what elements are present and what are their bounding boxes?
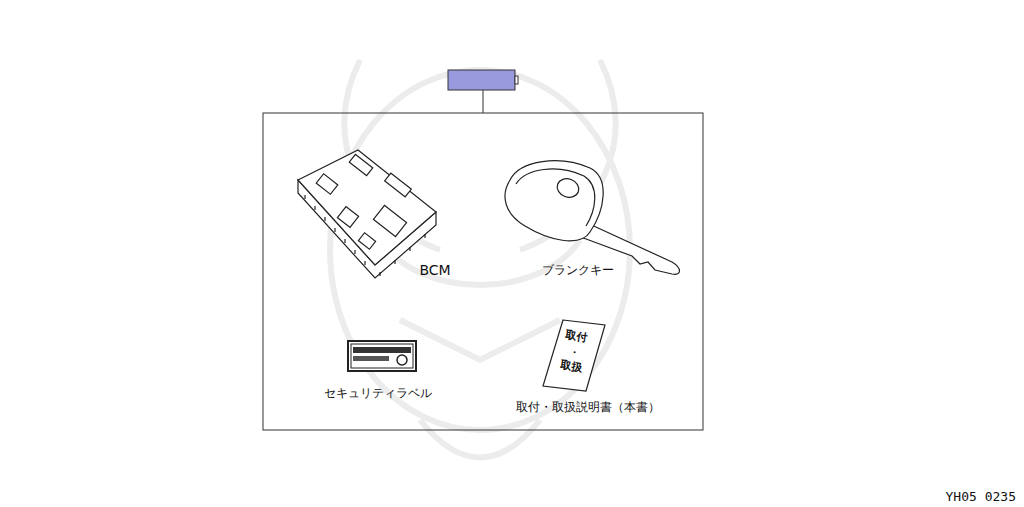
manual-illustration — [543, 320, 605, 391]
manual-cover-text: 取扱 — [559, 359, 582, 374]
manual-cover-text: 取付 — [564, 329, 587, 344]
kit-frame — [263, 113, 703, 430]
part-name: セキュリティラベル — [324, 387, 432, 400]
part-number-box — [448, 70, 515, 90]
manual-cover-text: ・ — [568, 346, 579, 358]
leader-line — [483, 90, 484, 113]
drawing-number: YH05 0235 — [946, 490, 1016, 504]
part-number-tab — [515, 76, 518, 84]
part-name: 取付・取扱説明書（本書） — [516, 401, 660, 414]
blank-key-illustration — [505, 161, 680, 275]
bcm-illustration — [298, 150, 436, 278]
security-label-illustration — [348, 341, 416, 371]
part-name: BCM — [419, 263, 450, 278]
part-name: ブランクキー — [542, 264, 614, 277]
